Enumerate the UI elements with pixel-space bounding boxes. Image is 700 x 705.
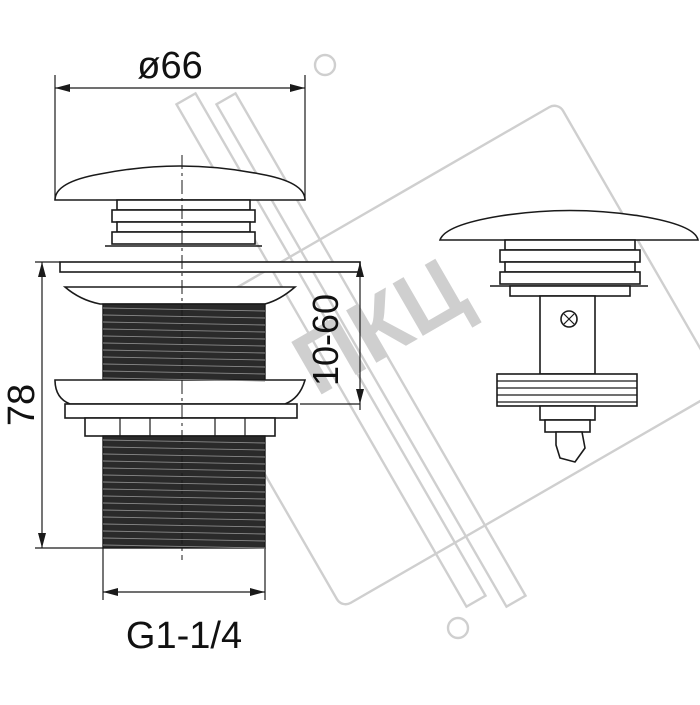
thread-line	[102, 363, 266, 368]
dim-cap-diameter: ø66	[54, 45, 306, 200]
thread-line	[102, 328, 266, 333]
dim-clamp-range: 10-60	[300, 262, 364, 410]
thread-line	[102, 537, 266, 542]
thread-line	[102, 370, 266, 375]
thread-line	[102, 481, 266, 486]
total-height-label: 78	[1, 384, 43, 426]
thread-line	[102, 516, 266, 521]
thread-line	[102, 523, 266, 528]
thread-line	[102, 488, 266, 493]
latch-lower	[544, 419, 591, 433]
flange-cone	[62, 286, 298, 305]
thread-line	[102, 467, 266, 472]
thread-line	[102, 307, 266, 312]
cap-ring-2	[116, 221, 251, 233]
thread-line	[102, 544, 266, 549]
thread-line	[102, 474, 266, 479]
clamp-range-label: 10-60	[305, 294, 346, 386]
thread-line	[102, 453, 266, 458]
thread-line	[102, 321, 266, 326]
thread-line	[102, 377, 266, 382]
thread-line	[102, 335, 266, 340]
dim-total-height: 78	[1, 261, 103, 549]
drain-side-view	[54, 155, 361, 560]
thread-line	[102, 439, 266, 444]
thread-line	[102, 349, 266, 354]
popup-stem	[539, 295, 596, 375]
thread-line	[102, 530, 266, 535]
thread-line	[102, 314, 266, 319]
washer	[64, 403, 298, 419]
thread-line	[102, 509, 266, 514]
cap-diameter-label: ø66	[137, 45, 202, 87]
thread-size-label: G1-1/4	[126, 615, 242, 657]
cap-dome	[54, 165, 306, 201]
popup-ring-2	[504, 261, 636, 273]
thread-line	[102, 342, 266, 347]
popup-ring-1	[499, 249, 641, 263]
latch-body	[539, 405, 596, 421]
popup-cap-view	[438, 209, 699, 463]
dim-thread-size: G1-1/4	[102, 548, 266, 657]
thread-line	[102, 446, 266, 451]
lock-nut	[54, 379, 307, 405]
top-flange	[59, 261, 361, 273]
cap-ring-3	[111, 231, 256, 245]
thread-line	[102, 460, 266, 465]
popup-ring-3	[499, 271, 641, 285]
thread-line	[102, 356, 266, 361]
cap-ring-1	[111, 209, 256, 223]
spring-block	[496, 373, 638, 407]
popup-cap-dome	[438, 209, 699, 241]
latch-tip	[555, 431, 586, 463]
popup-neck	[504, 239, 636, 251]
popup-base	[509, 285, 631, 297]
nut-hex	[84, 417, 276, 437]
thread-line	[102, 495, 266, 500]
thread-line	[102, 502, 266, 507]
cap-neck	[116, 199, 251, 211]
